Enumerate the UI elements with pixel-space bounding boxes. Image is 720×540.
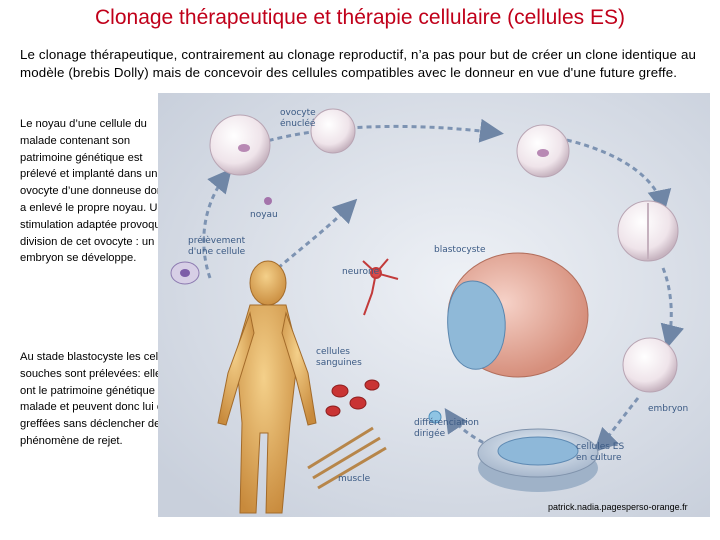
oocyte-cell-1 [209, 114, 271, 176]
explanation-paragraph-1: Le noyau d’une cellule du malade contena… [20, 118, 182, 265]
label-sanguines: sanguines [316, 358, 362, 368]
label-prelevement-cellule: d'une cellule [188, 247, 246, 257]
label-dirigee: dirigée [414, 428, 446, 439]
label-cellules-es: cellules ES [576, 442, 624, 452]
inner-cell-mass [447, 280, 506, 370]
donor-cell-nucleus [180, 269, 190, 277]
label-embryon: embryon [648, 404, 688, 414]
label-differenciation: différenciation [414, 417, 479, 428]
stem-cell-drop [428, 410, 442, 424]
label-noyau: noyau [250, 210, 278, 220]
explanation-paragraph-2: Au stade blastocyste les cellules souche… [20, 351, 182, 447]
neuron [362, 258, 399, 316]
transfer-pipette-tip [264, 197, 272, 205]
blood-cells [325, 379, 380, 417]
label-ovocyte: ovocyte [280, 108, 316, 118]
label-muscle: muscle [338, 474, 371, 484]
label-prelevement: prélèvement [188, 235, 246, 246]
intro-paragraph: Le clonage thérapeutique, contrairement … [20, 47, 697, 80]
human-figure [217, 260, 317, 514]
four-cell-embryo [622, 337, 678, 393]
label-enucleated: énucléé [280, 118, 316, 129]
oocyte-nucleus [238, 144, 250, 152]
enucleated-oocyte [310, 108, 356, 154]
label-neurone: neurone [342, 267, 380, 277]
muscle-fibers [307, 426, 387, 490]
label-en-culture: en culture [576, 453, 622, 463]
culture-dish [477, 428, 599, 492]
fused-nucleus [537, 149, 549, 157]
label-cellules: cellules [316, 347, 350, 357]
cloning-illustration: ovocyte énucléé noyau prélèvement d'une … [158, 93, 710, 517]
page-title: Clonage thérapeutique et thérapie cellul… [95, 6, 625, 29]
image-credit: patrick.nadia.pagesperso-orange.fr [548, 502, 688, 512]
process-arrows [202, 118, 685, 455]
label-blastocyste: blastocyste [434, 245, 486, 255]
